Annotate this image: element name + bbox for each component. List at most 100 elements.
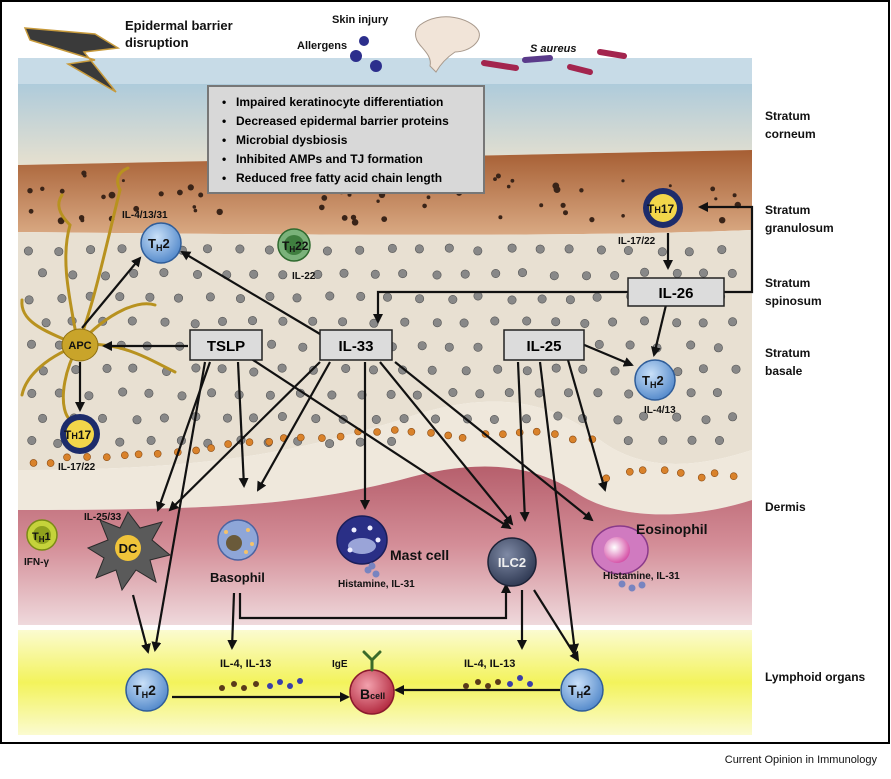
mast-products-label: Histamine, IL-31 — [338, 579, 415, 590]
texture-dot — [277, 363, 287, 373]
texture-dot — [459, 318, 469, 328]
texture-dot — [235, 244, 245, 254]
lightning-bolt-icon — [23, 27, 121, 93]
texture-dot — [684, 247, 694, 257]
texture-dot — [686, 340, 696, 350]
th-num: 2 — [162, 236, 169, 251]
label-granulosum-1: Stratum — [765, 203, 810, 217]
th-num: 1 — [45, 531, 51, 543]
texture-dot — [356, 291, 366, 301]
texture-dot — [341, 215, 348, 221]
texture-dot — [54, 247, 64, 257]
texture-dot — [132, 415, 142, 425]
texture-dot — [29, 459, 38, 467]
svg-text:Bcell: Bcell — [360, 686, 385, 702]
th-num: 17 — [661, 202, 675, 216]
bullet-dot: • — [222, 133, 226, 147]
allergen-particles — [350, 36, 382, 72]
svg-text:TH2: TH2 — [133, 682, 156, 700]
texture-dot — [296, 433, 305, 442]
texture-dot — [311, 414, 321, 424]
th22-cell: TH22 IL-22 — [277, 228, 316, 282]
texture-dot — [712, 388, 722, 398]
texture-dot — [27, 188, 33, 194]
bullet-dot: • — [222, 171, 226, 185]
texture-dot — [672, 268, 682, 278]
texture-dot — [387, 436, 397, 446]
texture-dot — [68, 270, 78, 280]
th2-right-label: IL-4/13 — [644, 405, 676, 416]
texture-dot — [608, 317, 618, 327]
texture-dot — [351, 219, 359, 226]
lymph-right-cytokine-label: IL-4, IL-13 — [464, 658, 515, 670]
th-t: T — [647, 202, 655, 216]
texture-dot — [398, 269, 408, 279]
th-h: H — [654, 205, 661, 215]
texture-dot — [223, 413, 233, 423]
texture-dot — [672, 318, 682, 328]
th-h: H — [289, 245, 295, 254]
texture-dot — [729, 472, 738, 481]
il33-label: IL-33 — [338, 338, 373, 355]
ige-antibody-icon — [362, 650, 382, 672]
ige-label: IgE — [332, 659, 348, 670]
texture-dot — [145, 292, 155, 302]
texture-dot — [313, 269, 323, 279]
texture-dot — [341, 363, 351, 373]
texture-dot — [57, 217, 65, 225]
bullet-dot: • — [222, 95, 226, 109]
dc-label: DC — [119, 541, 138, 556]
tslp-box — [189, 329, 263, 361]
texture-dot — [373, 428, 381, 436]
texture-dot — [490, 316, 500, 326]
bcell-b: B — [360, 686, 370, 702]
texture-dot — [203, 244, 213, 254]
texture-dot — [493, 177, 497, 182]
texture-dot — [265, 438, 274, 446]
texture-dot — [593, 388, 603, 398]
th-t: T — [133, 682, 142, 698]
texture-dot — [292, 293, 302, 303]
label-spinosum-2: spinosum — [765, 294, 822, 308]
texture-dot — [278, 270, 288, 280]
texture-dot — [207, 388, 217, 398]
texture-dot — [687, 435, 697, 445]
il26-label: IL-26 — [658, 285, 693, 302]
texture-dot — [322, 246, 332, 256]
texture-dot — [731, 364, 741, 374]
texture-dot — [493, 364, 503, 374]
texture-dot — [339, 268, 349, 278]
th-t: T — [282, 239, 290, 253]
texture-dot — [448, 387, 458, 397]
texture-dot — [350, 214, 357, 221]
texture-dot — [308, 316, 318, 326]
texture-dot — [698, 318, 708, 328]
texture-dot — [625, 340, 635, 350]
th17-left-label: IL-17/22 — [58, 462, 96, 473]
texture-dot — [248, 316, 258, 326]
texture-dot — [444, 431, 453, 440]
texture-dot — [398, 365, 408, 375]
texture-dot — [205, 292, 215, 302]
texture-dot — [41, 318, 51, 328]
th-num: 2 — [148, 682, 156, 698]
il25-box — [503, 329, 585, 361]
mast-cell-label: Mast cell — [390, 547, 449, 563]
texture-dot — [578, 364, 588, 374]
arrow-il33-basophil — [257, 361, 331, 492]
il25-label: IL-25 — [526, 338, 561, 355]
texture-dot — [560, 202, 566, 208]
svg-text:TH17: TH17 — [64, 428, 92, 442]
texture-dot — [218, 316, 228, 326]
texture-dot — [28, 208, 34, 214]
texture-dot — [236, 294, 246, 304]
texture-dot — [728, 317, 738, 327]
ilc2-label: ILC2 — [498, 555, 526, 570]
texture-dot — [568, 435, 577, 444]
texture-dot — [489, 414, 499, 424]
texture-dot — [521, 414, 531, 424]
texture-dot — [83, 453, 91, 461]
texture-dot — [207, 444, 215, 452]
texture-dot — [621, 179, 625, 183]
arrow-dc-th2 — [131, 594, 151, 654]
